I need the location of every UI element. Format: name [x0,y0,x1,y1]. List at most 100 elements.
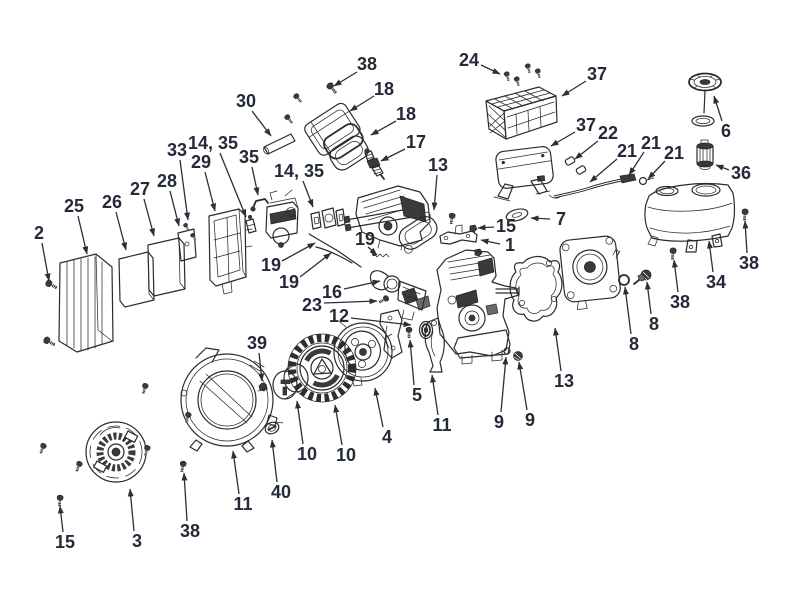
part-engine-block [436,249,520,365]
screw [503,70,512,82]
callout-arrow [295,400,304,445]
callout-label: 37 [576,115,596,135]
screw [740,208,750,222]
callout-label: 9 [494,412,504,432]
screw [178,460,188,473]
callout-label: 24 [459,50,479,70]
part-ignition-plate [379,309,403,359]
callout-label: 39 [247,333,267,353]
callout-label: 36 [731,163,751,183]
screw [139,382,150,395]
callout-arrow [251,166,260,196]
part-air-box [208,208,253,295]
part-throttle-elbow [250,198,269,212]
callout-arrow [77,215,89,255]
callout-arrow [477,224,495,231]
part-muffler [493,146,554,202]
screw [325,80,340,96]
part-locating-plate [505,208,529,222]
callout-arrow [553,327,562,372]
callout-label: 2 [34,223,44,243]
callout-arrow [333,404,343,446]
callout-label: 15 [496,216,516,236]
callout-label: 19 [261,255,281,275]
callout-arrow [647,160,666,180]
callout-arrow [561,80,587,97]
callout-label: 26 [102,192,122,212]
part-breather-tube [263,133,296,155]
part-fuel-filter [696,139,714,170]
callout-label: 40 [271,482,291,502]
screw [534,67,543,79]
callout-label: 14, 35 [274,161,324,181]
callout-label: 17 [406,132,426,152]
callout-label: 23 [302,295,322,315]
callout-arrow [480,238,501,245]
part-carb-gasket-stack [310,207,346,230]
callout-label: 13 [554,371,574,391]
callout-arrow [480,64,501,75]
part-muffler-clamps [564,156,587,175]
screw [405,326,413,339]
screw [283,113,295,126]
callout-arrow [333,71,358,87]
callout-arrow [500,356,509,413]
part-louvered-cover [58,253,114,353]
callout-label: 27 [130,179,150,199]
callout-label: 1 [505,235,515,255]
callout-label: 11 [432,415,451,435]
part-crankcase-cover [559,235,621,310]
callout-arrow [269,439,278,483]
callout-label: 10 [297,444,317,464]
callout-arrow [169,190,181,227]
callout-label: 12 [329,306,349,326]
callout-label: 34 [706,272,726,292]
screw [668,247,678,261]
callout-arrow [431,174,438,211]
callout-arrow [281,242,316,262]
part-air-filter-cover [304,102,364,160]
screw [447,212,457,225]
part-engine-bracket [405,317,445,373]
callout-arrow [258,352,265,382]
part-fan-housing [333,321,393,387]
callout-label: 4 [382,427,392,447]
callout-arrow [115,211,127,251]
callout-arrow [323,298,378,305]
part-o-ring [618,274,630,286]
callout-label: 16 [322,282,342,302]
callout-label: 11 [233,494,252,514]
callout-label: 19 [279,272,299,292]
callout-label: 14, 35 [188,133,238,153]
callout-arrow [143,198,155,237]
callout-label: 21 [641,133,661,153]
callout-arrow [713,95,723,122]
callout-label: 5 [412,385,422,405]
part-primer-pump [369,270,427,321]
callout-label: 18 [374,79,394,99]
part-carburetor [265,189,299,248]
callout-label: 38 [670,292,690,312]
callout-label: 38 [739,253,759,273]
callout-label: 8 [629,334,639,354]
callout-arrow [589,158,618,183]
callout-arrow [127,488,135,532]
callout-arrow [517,361,528,411]
callout-arrow [57,505,64,533]
callout-label: 33 [167,140,187,160]
part-cover-grommets [283,92,304,126]
callout-arrow [530,215,551,222]
callout-label: 29 [191,152,211,172]
callout-arrow [251,110,272,137]
callout-label: 21 [617,141,637,161]
screw [44,278,59,292]
screw [292,92,304,105]
callout-arrow [41,242,51,282]
callout-arrow [179,159,190,221]
part-starter-cup [85,421,147,483]
part-filter-retainer-plate [177,222,198,262]
callout-label: 21 [664,143,684,163]
screw [189,232,198,242]
